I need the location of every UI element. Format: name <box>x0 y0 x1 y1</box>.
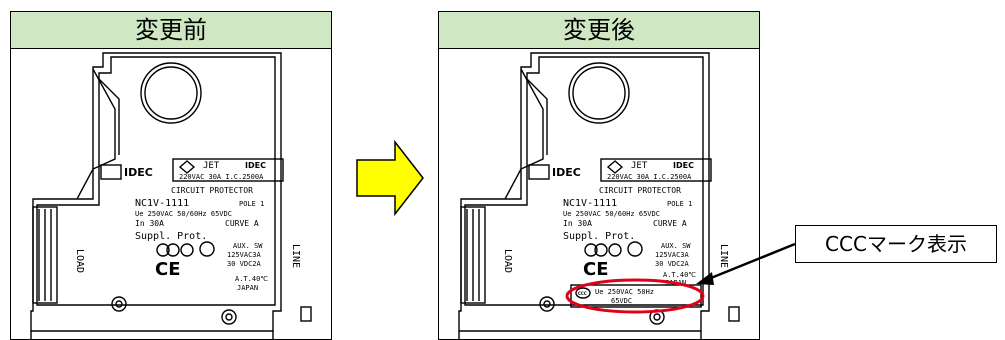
curve-label: CURVE A <box>225 219 259 228</box>
ce-mark: CE <box>155 259 181 280</box>
device-title: CIRCUIT PROTECTOR <box>171 186 253 195</box>
jet-brand: IDEC <box>245 161 266 170</box>
line-label-after: LINE <box>718 244 729 268</box>
aux-line-2: 125VAC3A <box>227 251 262 259</box>
voltage-line: Ue 250VAC 50/60Hz 65VDC <box>135 210 232 218</box>
ccc-line-2: 65VDC <box>611 297 632 305</box>
device-model: NC1V-1111 <box>135 198 189 209</box>
temp-label-after: A.T.40℃ <box>663 271 696 279</box>
aux-line-3-after: 30 VDC2A <box>655 260 690 268</box>
suppl-label-after: Suppl. Prot. <box>563 231 635 242</box>
rating-line: 220VAC 30A I.C.2500A <box>179 173 264 181</box>
brand-logo-after: IDEC <box>552 166 581 179</box>
device-outline <box>30 52 282 332</box>
aux-line-2-after: 125VAC3A <box>655 251 690 259</box>
load-label-after: LOAD <box>502 249 513 273</box>
panel-after-header: 変更後 <box>439 12 759 49</box>
device-title-after: CIRCUIT PROTECTOR <box>599 186 681 195</box>
line-label: LINE <box>290 244 301 268</box>
screw-right <box>221 309 237 325</box>
ccc-symbol-text: CCC <box>578 291 587 296</box>
jet-brand-after: IDEC <box>673 161 694 170</box>
pole-label-after: POLE 1 <box>667 200 692 208</box>
arrow-icon <box>356 140 424 216</box>
panel-after: 変更後 IDEC <box>438 11 760 340</box>
curve-label-after: CURVE A <box>653 219 687 228</box>
current-line: In 30A <box>135 219 164 228</box>
pole-label: POLE 1 <box>239 200 264 208</box>
temp-label: A.T.40℃ <box>235 275 268 283</box>
device-inner-outline <box>36 56 276 306</box>
callout-label: CCCマーク表示 <box>795 225 997 263</box>
suppl-label: Suppl. Prot. <box>135 231 207 242</box>
origin-label: JAPAN <box>237 284 258 292</box>
aux-line-1: AUX. SW <box>233 242 263 250</box>
ccc-symbol <box>575 287 591 299</box>
device-drawing-after: IDEC JET IDEC 220VAC 30A I.C.2500A CIRCU… <box>458 52 740 339</box>
dial <box>140 62 202 124</box>
jet-label-after: JET <box>631 161 648 171</box>
current-line-after: In 30A <box>563 219 592 228</box>
ccc-line-1: Ue 250VAC 50Hz <box>595 288 654 296</box>
screw-left <box>111 296 127 312</box>
latch-detail <box>76 68 116 200</box>
brand-logo: IDEC <box>124 166 153 179</box>
aux-line-1-after: AUX. SW <box>661 242 691 250</box>
ce-mark-after: CE <box>583 259 609 280</box>
panel-before-header: 変更前 <box>11 12 331 49</box>
jet-label: JET <box>203 161 220 171</box>
panel-before: 変更前 IDEC JET I <box>10 11 332 340</box>
aux-line-3: 30 VDC2A <box>227 260 262 268</box>
device-model-after: NC1V-1111 <box>563 198 617 209</box>
ccc-label-box <box>570 284 702 308</box>
highlight-ellipse <box>565 278 705 314</box>
device-drawing-before: IDEC JET IDEC 220VAC 30A I.C.2500A CIRCU… <box>30 52 312 339</box>
side-block <box>32 206 58 304</box>
rating-line-after: 220VAC 30A I.C.2500A <box>607 173 692 181</box>
voltage-line-after: Ue 250VAC 50/60Hz 65VDC <box>563 210 660 218</box>
load-label: LOAD <box>74 249 85 273</box>
